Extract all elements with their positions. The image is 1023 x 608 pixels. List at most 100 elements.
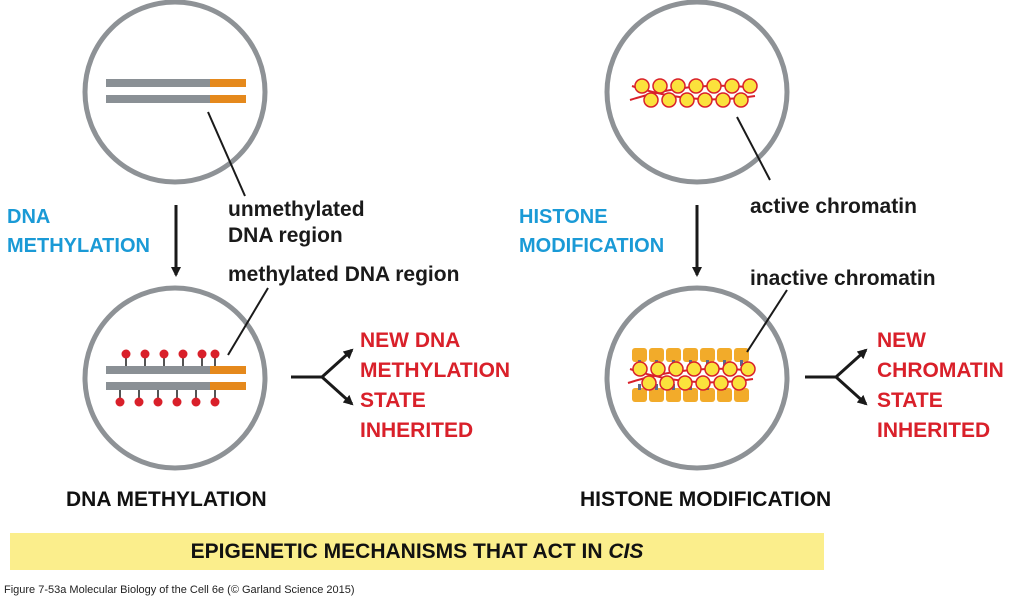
label-line: METHYLATION <box>360 359 511 382</box>
methyl-group <box>115 397 125 407</box>
nucleosome <box>632 361 648 377</box>
label-line: INHERITED <box>877 419 991 442</box>
nucleosome <box>731 375 747 391</box>
nucleosome <box>740 361 756 377</box>
nucleosome <box>686 361 702 377</box>
nucleosome <box>668 361 684 377</box>
label-line: CHROMATIN <box>877 359 1004 382</box>
nucleosome <box>742 78 758 94</box>
histone-tail <box>740 360 743 366</box>
methyl-group <box>159 349 169 359</box>
nucleosome <box>688 78 704 94</box>
banner-text: EPIGENETIC MECHANISMS THAT ACT IN CIS <box>10 533 824 570</box>
methyl-group <box>134 397 144 407</box>
nucleosome <box>704 361 720 377</box>
methylated-dna <box>106 366 246 390</box>
modified-histone <box>666 348 681 362</box>
label-line: unmethylated <box>228 198 365 221</box>
methylated-pointer <box>227 287 269 356</box>
label-line: INHERITED <box>360 419 474 442</box>
unmethylated-pointer <box>207 111 246 197</box>
nucleosome <box>706 78 722 94</box>
figure-caption: Figure 7-53a Molecular Biology of the Ce… <box>4 584 355 596</box>
top-left-cell <box>82 0 268 197</box>
label-line: HISTONE <box>519 206 608 228</box>
modified-histone <box>700 348 715 362</box>
methyl-group <box>191 397 201 407</box>
methyl-group <box>210 349 220 359</box>
methyl-group <box>153 397 163 407</box>
methyl-group <box>197 349 207 359</box>
inactive-chromatin-pointer <box>746 289 788 353</box>
methyl-groups <box>115 349 220 407</box>
dna-methylation-process-label: DNA METHYLATION <box>7 203 150 261</box>
nucleosome <box>695 375 711 391</box>
modified-histone <box>717 388 732 402</box>
label-line: STATE <box>877 389 943 412</box>
label-line: NEW <box>877 329 926 352</box>
unmethylated-dna <box>106 79 246 103</box>
methyl-group <box>121 349 131 359</box>
left-inheritance-arrow <box>291 348 354 406</box>
modified-histone <box>666 388 681 402</box>
nucleosome <box>643 92 659 108</box>
nucleosome <box>722 361 738 377</box>
modified-histone <box>734 348 749 362</box>
active-chromatin-fiber <box>629 78 758 108</box>
nucleosome <box>670 78 686 94</box>
bottom-left-cell <box>82 285 269 471</box>
cell-outline <box>604 285 790 471</box>
methyl-group <box>172 397 182 407</box>
nucleosome <box>634 78 650 94</box>
label-line: MODIFICATION <box>519 235 665 257</box>
cell-outline <box>82 0 268 185</box>
unmethylated-dna-label: unmethylated DNA region <box>228 197 365 249</box>
label-line: METHYLATION <box>7 235 150 257</box>
inactive-chromatin-fiber <box>627 348 756 402</box>
modified-histone <box>734 388 749 402</box>
label-line: DNA <box>7 206 51 228</box>
nucleosome <box>679 92 695 108</box>
inactive-chromatin-label: inactive chromatin <box>750 267 936 290</box>
modified-histone <box>717 348 732 362</box>
nucleosome <box>652 78 668 94</box>
modified-histone <box>632 348 647 362</box>
methyl-group <box>210 397 220 407</box>
label-line: STATE <box>360 389 426 412</box>
banner-text-main: EPIGENETIC MECHANISMS THAT ACT IN <box>190 540 609 563</box>
cell-outline <box>82 285 268 471</box>
right-inheritance-arrow <box>805 348 868 406</box>
top-right-cell <box>604 0 790 185</box>
methyl-group <box>178 349 188 359</box>
bottom-right-cell <box>604 285 790 471</box>
methyl-group <box>140 349 150 359</box>
modified-histone <box>683 348 698 362</box>
modified-histone <box>700 388 715 402</box>
active-chromatin-label: active chromatin <box>750 195 917 218</box>
histone-modification-process-label: HISTONE MODIFICATION <box>519 203 664 261</box>
label-line: DNA region <box>228 224 343 247</box>
label-line: NEW DNA <box>360 329 461 352</box>
nucleosome <box>641 375 657 391</box>
nucleosome <box>661 92 677 108</box>
nucleosome <box>715 92 731 108</box>
methylated-dna-label: methylated DNA region <box>228 263 460 286</box>
new-chromatin-state-label: NEW CHROMATIN STATE INHERITED <box>877 326 1004 446</box>
histone-tail <box>655 384 658 390</box>
histone-tail <box>723 360 726 366</box>
mechanisms-banner: EPIGENETIC MECHANISMS THAT ACT IN CIS <box>10 533 824 570</box>
nucleosome <box>659 375 675 391</box>
nucleosome <box>724 78 740 94</box>
modified-histone <box>649 388 664 402</box>
nucleosome <box>677 375 693 391</box>
modified-histone <box>649 348 664 362</box>
nucleosome <box>650 361 666 377</box>
new-dna-methylation-state-label: NEW DNA METHYLATION STATE INHERITED <box>360 326 510 446</box>
nucleosome <box>733 92 749 108</box>
cell-outline <box>604 0 790 185</box>
nucleosome <box>713 375 729 391</box>
histone-modification-title: HISTONE MODIFICATION <box>580 488 832 511</box>
active-chromatin-pointer <box>736 116 771 181</box>
